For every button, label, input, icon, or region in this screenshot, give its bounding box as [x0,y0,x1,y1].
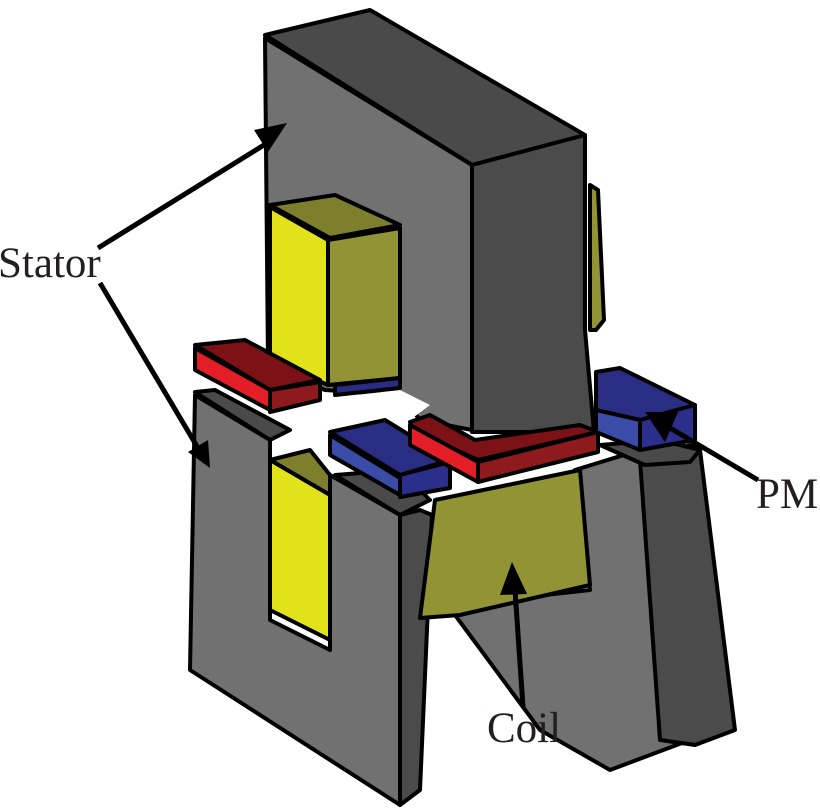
stator-label: Stator [0,240,101,287]
pm-blue-right [594,366,697,452]
pm-arrow [645,412,760,483]
coil-label: Coil [487,705,561,752]
stator-arrow-lower [97,281,210,468]
lower-stator-right-leg [453,438,737,772]
lower-coil-left [268,448,332,642]
coil-arrow [500,562,527,708]
upper-coil [268,193,402,387]
pm-red-left [193,338,322,414]
pm-blue-upper-sliver [333,376,402,397]
lower-coil-center [418,468,592,620]
pm-label: PM [756,471,818,518]
pm-red-center [408,413,600,484]
stator-arrow-upper [96,123,287,251]
air-gap [310,390,430,430]
